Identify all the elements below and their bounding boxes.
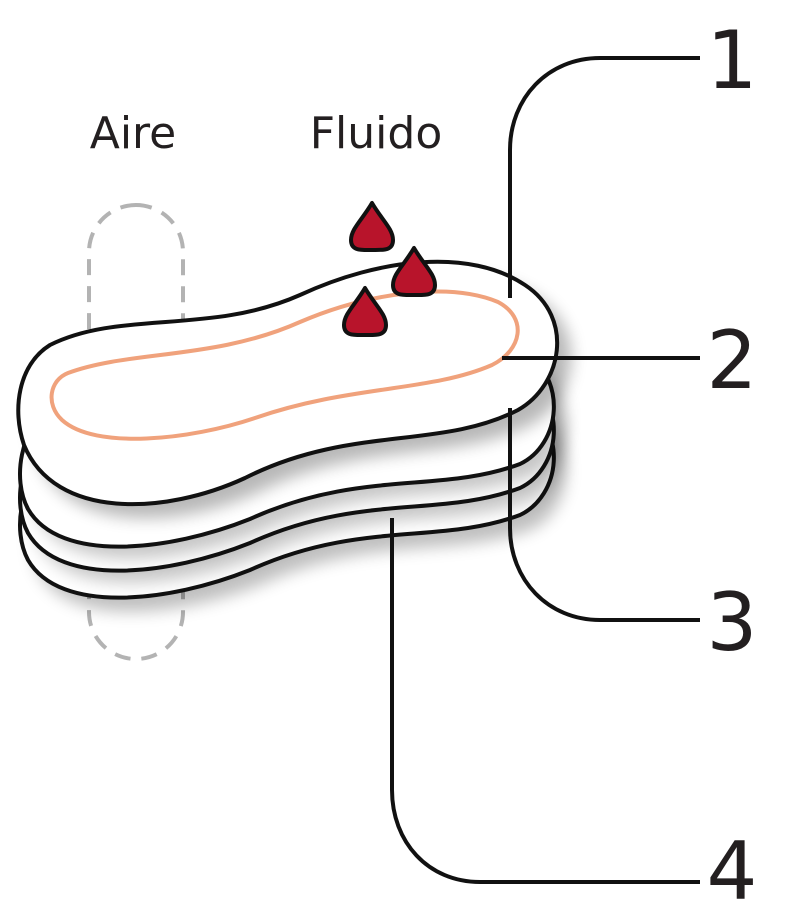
leader-line-4 <box>390 518 700 884</box>
fluid-drop-icon <box>349 201 395 253</box>
callout-number-2: 2 <box>707 314 758 407</box>
pad-layer-1 <box>16 259 572 519</box>
callout-number-1: 1 <box>707 14 758 107</box>
leader-line-1 <box>508 56 700 298</box>
fluid-label: Fluido <box>310 108 443 159</box>
air-label: Aire <box>90 108 177 159</box>
callout-number-4: 4 <box>707 825 758 903</box>
fluid-drop-icon <box>342 286 388 338</box>
absorbent-core-outline <box>49 289 520 441</box>
fluid-drop-icon <box>391 246 437 298</box>
leader-line-3 <box>508 408 700 622</box>
callout-number-3: 3 <box>707 576 758 669</box>
